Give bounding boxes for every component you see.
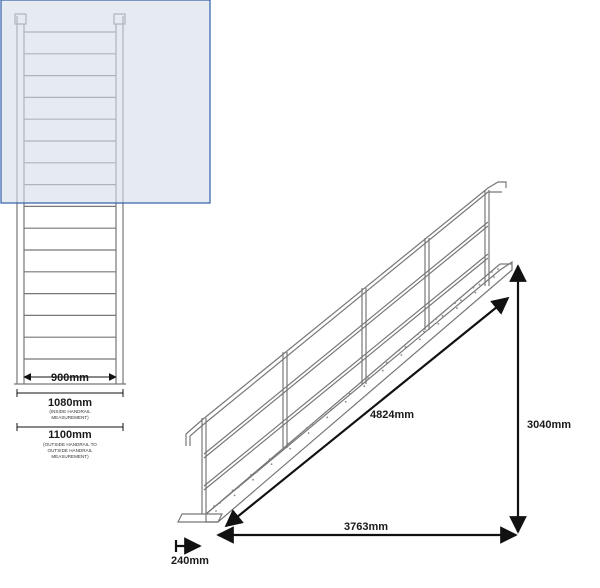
bolt-hole	[367, 377, 370, 380]
bolt-hole	[274, 455, 277, 458]
bolt-hole	[307, 432, 310, 434]
bolt-hole	[381, 369, 384, 372]
bolt-hole	[385, 361, 388, 364]
bolt-hole	[363, 385, 366, 388]
top-handrail-inner	[189, 191, 502, 446]
bolt-hole	[478, 283, 481, 286]
bolt-hole	[491, 271, 493, 273]
base-plate	[177, 513, 223, 523]
bolt-hole	[441, 314, 444, 317]
bolt-hole	[404, 346, 407, 348]
bolt-hole	[435, 317, 438, 320]
diagonal-length-arrow	[224, 296, 510, 528]
bolt-hole	[493, 276, 495, 278]
bolt-hole	[379, 364, 382, 367]
bolt-hole	[418, 338, 421, 341]
outside-handrail-note-1: (OUTSIDE HANDRAIL TO	[43, 442, 97, 447]
top-handrail	[185, 181, 507, 446]
bolt-hole	[256, 470, 258, 473]
inside-handrail-label: 1080mm	[48, 397, 92, 409]
bolt-hole	[456, 307, 458, 310]
bolt-hole	[250, 473, 252, 476]
bolt-hole	[330, 408, 333, 411]
inside-handrail-note-2: MEASUREMENT)	[51, 415, 89, 420]
bolt-hole	[237, 486, 240, 489]
bolt-hole	[252, 478, 254, 481]
bolt-hole	[324, 411, 327, 414]
bolt-hole	[437, 322, 440, 325]
inside-handrail-note-1: (INSIDE HANDRAIL	[49, 409, 91, 414]
mid-handrail-inner	[203, 225, 489, 459]
outside-handrail-note-2: OUTSIDE HANDRAIL	[48, 448, 93, 453]
stair-stringer	[205, 260, 513, 523]
bolt-hole	[213, 505, 215, 507]
bolt-hole	[348, 392, 351, 395]
bolt-hole	[472, 286, 475, 289]
bolt-hole	[474, 291, 477, 294]
bolt-hole	[398, 349, 401, 351]
mid-handrail	[203, 221, 489, 455]
bolt-hole	[416, 333, 419, 336]
bolt-hole	[219, 502, 221, 504]
bolt-hole	[233, 494, 236, 497]
bolt-hole	[342, 395, 345, 398]
height-label: 3040mm	[527, 419, 571, 431]
low-handrail-inner	[203, 257, 489, 491]
bolt-hole	[215, 510, 217, 512]
width-dimensions: 900mm 1080mm (INSIDE HANDRAIL MEASUREMEN…	[16, 372, 124, 459]
bolt-hole	[231, 489, 234, 492]
bolt-hole	[305, 427, 308, 429]
selection-rectangle[interactable]	[0, 0, 211, 204]
outside-handrail-label: 1100mm	[48, 429, 92, 441]
run-length-label: 3763mm	[344, 521, 388, 533]
bolt-hole	[344, 400, 347, 403]
inner-width-label: 900mm	[51, 372, 89, 384]
bolt-hole	[460, 299, 462, 302]
outside-handrail-note-3: MEASUREMENT)	[51, 454, 89, 459]
bolt-hole	[454, 302, 456, 305]
elevation-dimensions	[174, 264, 527, 555]
bolt-hole	[497, 268, 499, 270]
stringer-top-edge	[205, 263, 501, 515]
bolt-hole	[270, 463, 273, 466]
bolt-hole	[289, 447, 292, 450]
side-view	[177, 181, 513, 523]
diagonal-length-label: 4824mm	[370, 409, 414, 421]
bolt-hole	[293, 439, 296, 442]
low-handrail	[203, 253, 489, 487]
bolt-hole	[311, 424, 314, 426]
bolt-hole	[400, 354, 403, 356]
bolt-hole	[268, 458, 271, 461]
bolt-hole	[326, 416, 329, 419]
bolt-hole	[422, 330, 425, 333]
tread-depth-label: 240mm	[171, 555, 209, 567]
